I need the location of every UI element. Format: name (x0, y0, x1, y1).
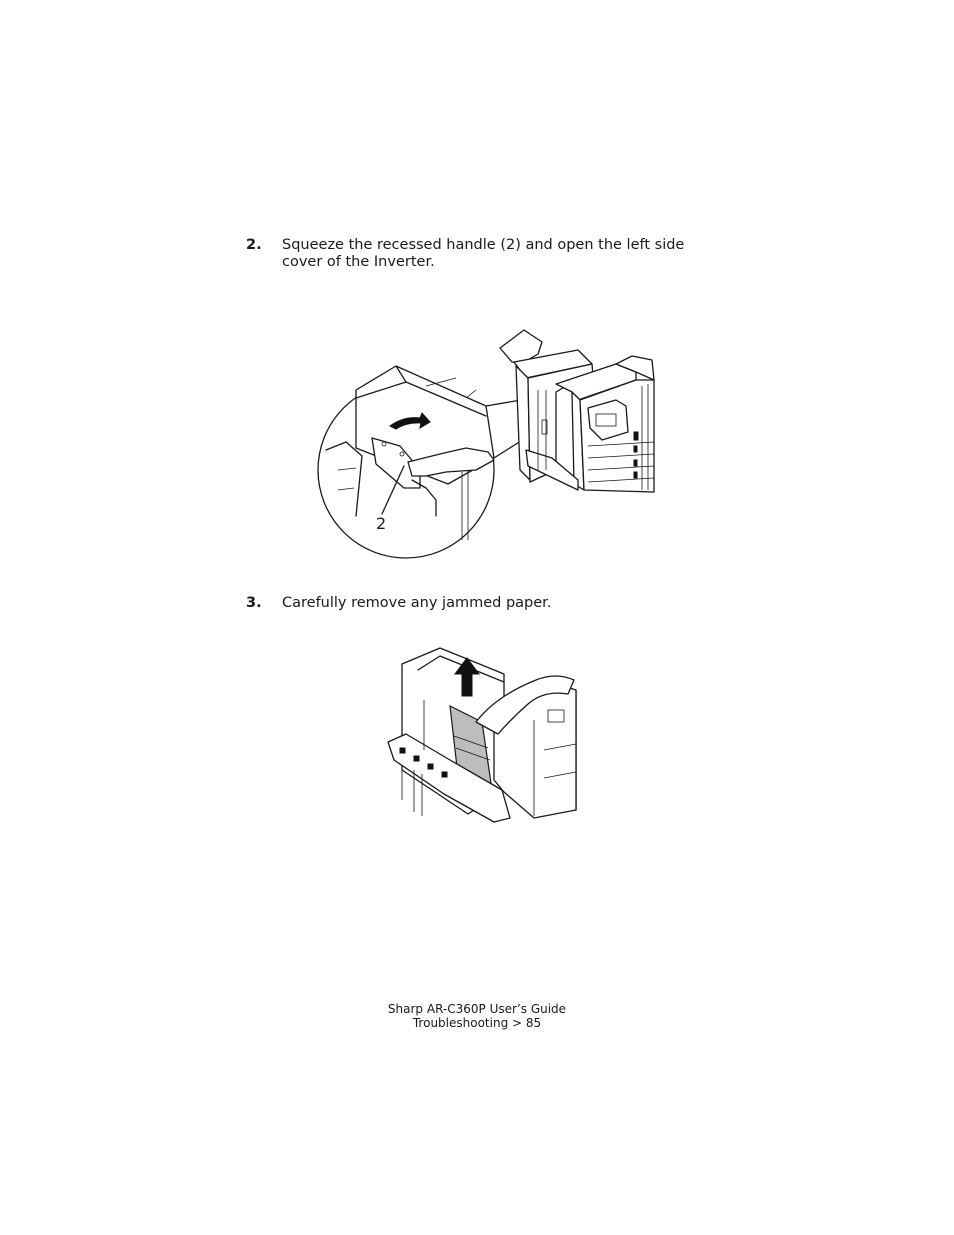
step-text: Carefully remove any jammed paper. (282, 595, 552, 611)
step-3: 3. Carefully remove any jammed paper. (246, 595, 726, 612)
step-number: 2. (246, 237, 262, 253)
figure-remove-jammed-paper (384, 640, 584, 823)
step-number: 3. (246, 595, 262, 611)
figure-open-left-side-cover: 2 (316, 320, 656, 559)
jammed-paper-illustration (387, 647, 577, 823)
magnified-detail: 2 (317, 365, 495, 559)
up-arrow-icon (454, 657, 480, 697)
printer-inverter-illustration: 2 (317, 329, 655, 559)
footer-title: Sharp AR-C360P User’s Guide (387, 1002, 567, 1016)
footer-page-ref: Troubleshooting > 85 (412, 1016, 542, 1030)
callout-label-2: 2 (376, 514, 386, 533)
step-text: Squeeze the recessed handle (2) and open… (282, 237, 685, 270)
printer-drawing (499, 329, 655, 493)
step-2: 2. Squeeze the recessed handle (2) and o… (246, 237, 726, 271)
